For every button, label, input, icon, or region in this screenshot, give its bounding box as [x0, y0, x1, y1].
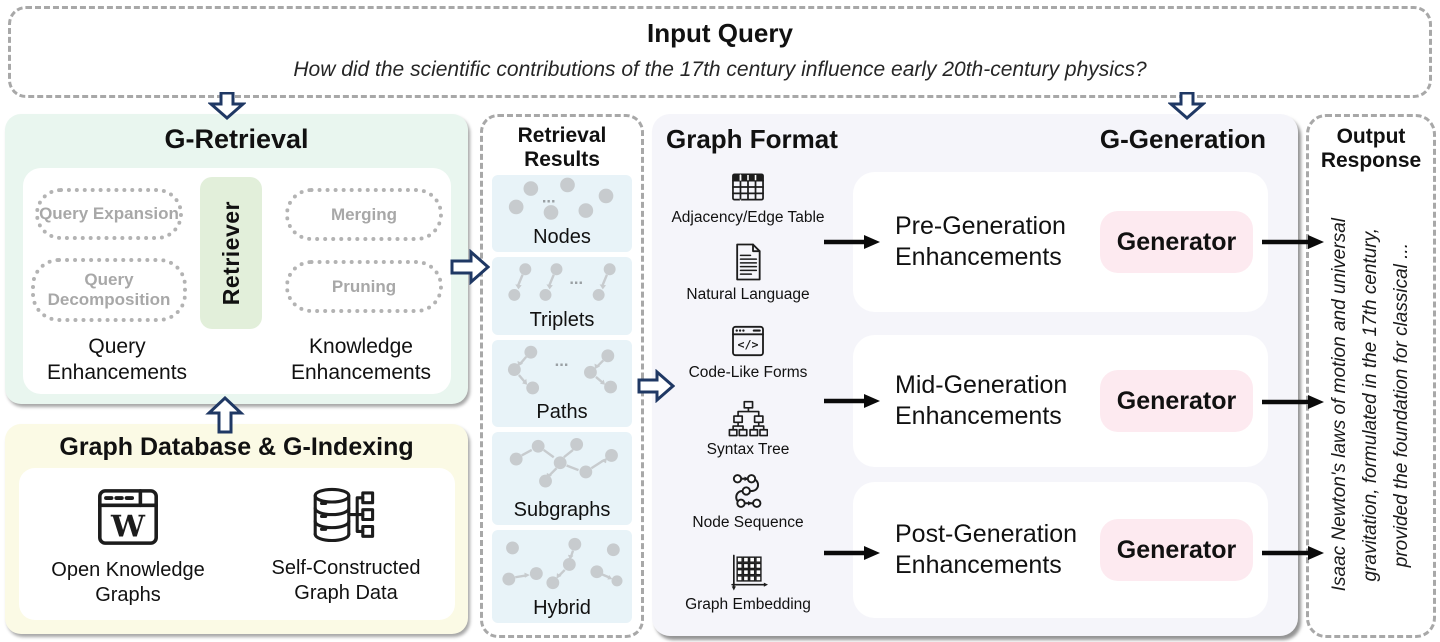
hybrid-label: Hybrid [533, 597, 591, 619]
output-line-1: Isaac Newton's laws of motion and univer… [1329, 218, 1350, 592]
g-retrieval-title: G-Retrieval [164, 124, 309, 154]
query-decomposition-pill: Query Decomposition [31, 258, 187, 322]
arrow-format-to-post-generation [824, 546, 880, 560]
post-generation-row: Post-Generation Enhancements Generator [853, 482, 1268, 618]
pre-generation-row: Pre-Generation Enhancements Generator [853, 172, 1268, 312]
generation-panel: Graph Format G-Generation Adjacency/Edge… [652, 114, 1298, 636]
adjacency-table-icon [732, 173, 764, 201]
adjacency-table-label: Adjacency/Edge Table [671, 209, 825, 226]
output-response-text: Isaac Newton's laws of motion and univer… [1309, 183, 1433, 627]
format-item-syntax-tree: Syntax Tree [658, 400, 838, 459]
retrieval-results-box: Retrieval Results ... Nodes ... Triplets [480, 114, 644, 638]
arrow-mid-generation-to-output [1262, 395, 1324, 409]
pruning-pill: Pruning [285, 260, 443, 313]
generator-pill-1: Generator [1100, 211, 1253, 273]
triplets-illustration: ... [508, 263, 616, 301]
result-panel-nodes: ... Nodes [492, 175, 632, 252]
input-query-title: Input Query [647, 18, 793, 48]
nodes-label: Nodes [533, 226, 591, 248]
generator-pill-3: Generator [1100, 519, 1253, 581]
down-arrow-to-g-retrieval [208, 92, 246, 120]
subgraphs-illustration [509, 438, 618, 488]
mid-generation-row: Mid-Generation Enhancements Generator [853, 335, 1268, 467]
syntax-tree-icon [728, 400, 768, 437]
input-query-box: Input Query How did the scientific contr… [8, 6, 1432, 98]
svg-text:...: ... [555, 352, 569, 370]
query-enhancements-caption: Query Enhancements [46, 335, 188, 385]
code-like-forms-icon: </> [732, 325, 764, 357]
retriever-pill: Retriever [200, 177, 262, 329]
format-item-node-sequence: Node Sequence [658, 471, 838, 532]
subgraphs-label: Subgraphs [513, 499, 611, 521]
database-graph-icon [313, 487, 375, 543]
right-arrow-to-retrieval-results [450, 249, 490, 285]
mid-generation-label: Mid-Generation Enhancements [895, 370, 1068, 430]
node-sequence-icon [732, 474, 762, 508]
result-panel-subgraphs: Subgraphs [492, 432, 632, 525]
nodes-illustration: ... [508, 177, 614, 220]
graph-database-title: Graph Database & G-Indexing [59, 433, 414, 461]
paths-label: Paths [536, 401, 588, 423]
arrow-format-to-pre-generation [824, 235, 880, 249]
graph-embedding-label: Graph Embedding [685, 596, 811, 613]
graph-database-box: Graph Database & G-Indexing W Open Knowl… [5, 424, 468, 634]
knowledge-enhancements-caption: Knowledge Enhancements [290, 335, 432, 385]
up-arrow-from-graph-database [205, 396, 245, 434]
output-response-title: Output Response [1320, 125, 1422, 173]
svg-text:...: ... [569, 270, 583, 288]
format-item-adjacency-table: Adjacency/Edge Table [658, 168, 838, 227]
result-panel-hybrid: Hybrid [492, 530, 632, 623]
natural-language-icon [736, 243, 761, 281]
graph-embedding-icon [731, 554, 768, 591]
retrieval-results-title: Retrieval Results [517, 124, 607, 172]
natural-language-label: Natural Language [686, 286, 810, 303]
wikipedia-browser-icon: W [98, 489, 158, 545]
g-retrieval-inner-panel: Query Expansion Query Decomposition Retr… [23, 168, 451, 394]
post-generation-label: Post-Generation Enhancements [895, 519, 1078, 579]
arrow-pre-generation-to-output [1262, 235, 1324, 249]
graph-database-inner-panel: W Open Knowledge Graphs [19, 468, 455, 620]
graph-format-title: Graph Format [666, 124, 838, 154]
generator-pill-2: Generator [1100, 370, 1253, 432]
format-item-graph-embedding: Graph Embedding [658, 553, 838, 614]
open-knowledge-graphs-item: W Open Knowledge Graphs [23, 484, 233, 608]
output-line-2: gravitation, formulated in the 17th cent… [1360, 228, 1381, 582]
svg-text:...: ... [542, 188, 556, 206]
merging-pill: Merging [285, 188, 443, 241]
output-response-box: Output Response Isaac Newton's laws of m… [1306, 114, 1436, 638]
hybrid-illustration [502, 537, 623, 590]
pre-generation-label: Pre-Generation Enhancements [895, 211, 1066, 271]
node-sequence-label: Node Sequence [692, 514, 804, 531]
right-arrow-to-graph-format [637, 369, 675, 403]
input-query-question: How did the scientific contributions of … [293, 58, 1147, 81]
g-generation-title: G-Generation [1099, 124, 1267, 154]
paths-illustration: ... [507, 345, 617, 395]
svg-text:</>: </> [737, 338, 758, 352]
format-item-natural-language: Natural Language [658, 241, 838, 304]
syntax-tree-label: Syntax Tree [706, 441, 790, 458]
arrow-post-generation-to-output [1262, 546, 1324, 560]
result-panel-triplets: ... Triplets [492, 257, 632, 335]
self-constructed-graph-data-label: Self-Constructed Graph Data [271, 557, 421, 604]
format-item-code-like-forms: </> Code-Like Forms [658, 321, 838, 382]
query-expansion-pill: Query Expansion [35, 188, 183, 240]
output-line-3: provided the foundation for classical ..… [1391, 242, 1412, 568]
down-arrow-to-g-generation [1168, 92, 1206, 120]
arrow-format-to-mid-generation [824, 394, 880, 408]
svg-text:W: W [110, 509, 146, 544]
result-panel-paths: ... Paths [492, 340, 632, 427]
open-knowledge-graphs-label: Open Knowledge Graphs [51, 559, 205, 606]
g-retrieval-box: G-Retrieval Query Expansion Query Decomp… [5, 114, 468, 404]
triplets-label: Triplets [529, 309, 595, 331]
self-constructed-graph-data-item: Self-Constructed Graph Data [241, 484, 451, 606]
retriever-label: Retriever [217, 200, 244, 306]
code-like-forms-label: Code-Like Forms [688, 364, 808, 381]
